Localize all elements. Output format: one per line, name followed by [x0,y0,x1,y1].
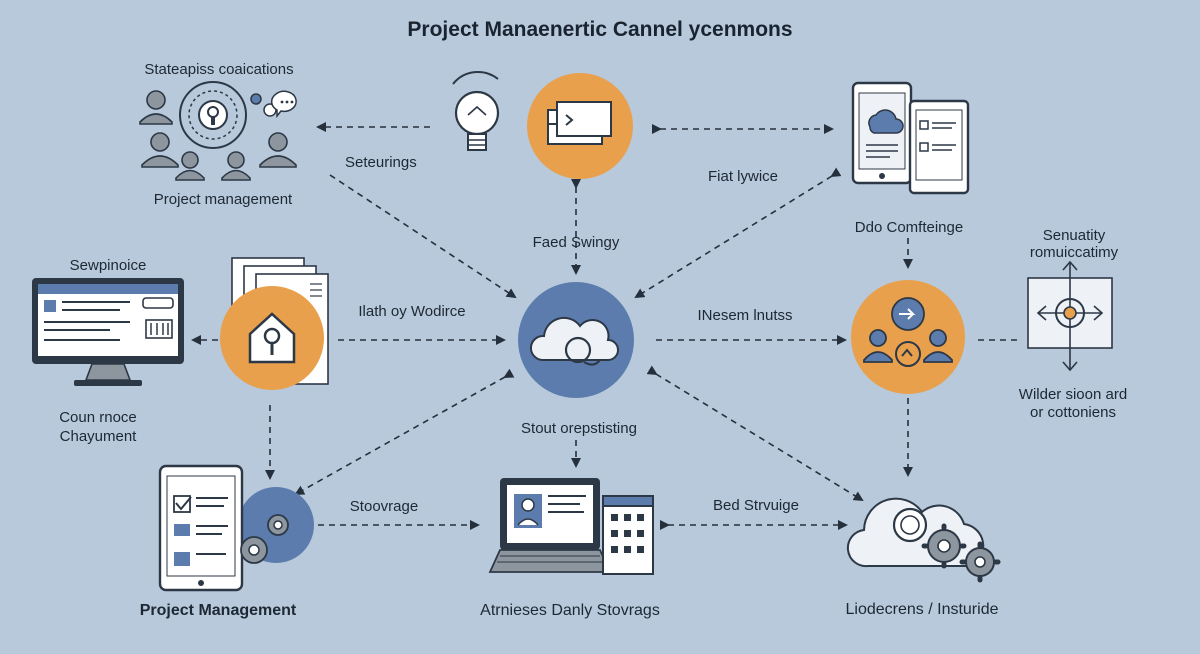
dashboard-label-bottom-1: Coun rnoce [59,409,137,426]
cloud-gears-icon [846,497,1001,583]
security-label-bottom-2: or cottoniens [1030,404,1116,421]
tablet-checklist-icon [158,464,314,592]
edge-label-flat-ivice: Fiat lywice [707,168,779,185]
edge-label-stout: Stout orepstisting [521,420,637,437]
security-label-bottom-1: Wilder sioon ard [1018,386,1128,403]
edge-label-stoorage: Stoovrage [349,498,419,515]
edge-label-faed-swingy: Faed Swingy [532,234,620,251]
lightbulb-icon [452,71,500,151]
diagram-title: Project Manaenertic Cannel ycenmons [407,18,793,41]
tablet-label: Project Management [139,602,297,619]
edge-hub-to-cloudgears [646,365,864,502]
edge-label-bed-strvuige: Bed Strvuige [713,497,799,514]
security-label-top-2: romuiccatimy [1029,244,1119,261]
cloud-gears-label: Liodecrens / Insturide [845,601,999,618]
security-target-icon [1027,260,1113,372]
mobile-devices-icon [851,81,970,195]
stakeholders-label-top: Stateapiss coaications [144,61,294,78]
stakeholders-icon [139,81,297,181]
edge-devices-to-hub [634,167,842,299]
edge-label-seteurings: Seteurings [345,154,417,171]
security-label-top-1: Senuatity [1042,227,1106,244]
edge-label-inesem-inutss: INesem lnutss [697,307,793,324]
laptop-label: Atrnieses Danly Stovrags [480,602,660,619]
dashboard-monitor-icon [32,278,184,386]
edge-stakeholders-to-hub [329,174,517,299]
stakeholders-label-bottom: Project management [153,191,293,208]
edge-label-ilath-wodirce: Ilath oy Wodirce [358,303,466,320]
code-window-icon [527,73,633,179]
dashboard-label-bottom-2: Chayument [59,428,137,445]
team-sync-icon [851,280,965,394]
laptop-user-icon [488,478,654,575]
devices-label: Ddo Comfteinge [854,219,964,236]
dashboard-label-top: Sewpinoice [69,257,147,274]
edge-hub-to-tablet [294,368,515,495]
cloud-hub-icon [518,282,634,398]
home-document-icon [220,257,329,390]
